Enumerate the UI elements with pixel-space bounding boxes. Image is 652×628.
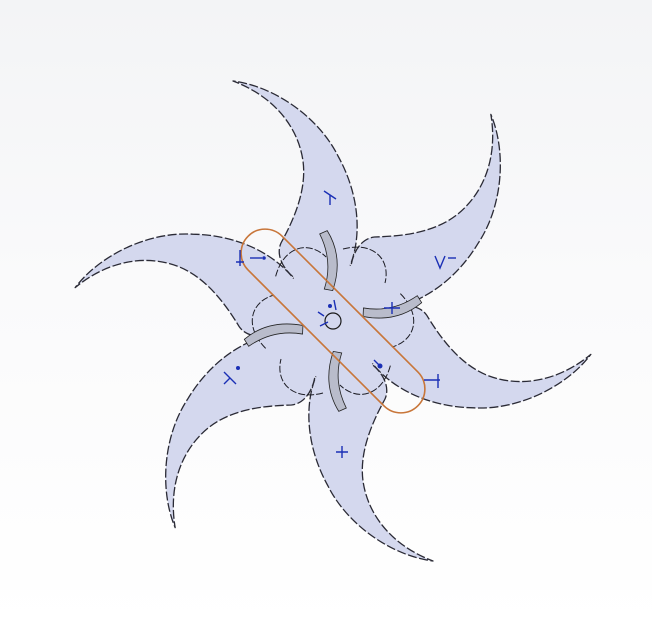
- fillet-features[interactable]: [243, 230, 423, 412]
- constraint-marker: [236, 250, 266, 266]
- hub-fill: [275, 263, 391, 379]
- constraint-marker: [317, 299, 337, 327]
- fan-impeller[interactable]: [74, 80, 592, 562]
- constraint-marker: [223, 366, 240, 385]
- constraint-marker: [336, 446, 348, 458]
- inner-sketch-loops: [251, 246, 415, 396]
- constraint-marker: [424, 374, 440, 388]
- center-slot[interactable]: [231, 219, 435, 423]
- constraint-marker: [434, 255, 456, 270]
- constraint-marker: [384, 302, 400, 314]
- center-hole[interactable]: [324, 312, 342, 330]
- sketch-relations[interactable]: [223, 190, 456, 458]
- constraint-marker: [323, 190, 337, 205]
- constraint-marker: [373, 359, 383, 369]
